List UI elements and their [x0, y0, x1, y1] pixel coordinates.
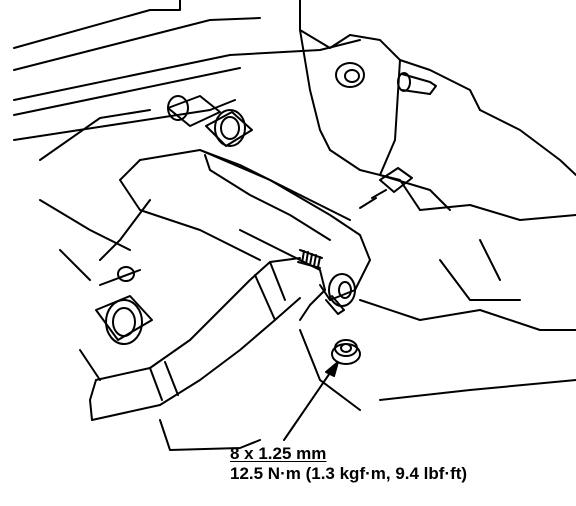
- mount-boss-upper: [335, 62, 365, 88]
- pipe-stub-upper-left: [167, 95, 221, 127]
- leader-arrow: [283, 361, 339, 441]
- sensor-connector: [359, 167, 413, 209]
- bracket-boss: [319, 273, 356, 307]
- coolant-hose: [89, 257, 301, 421]
- threaded-stud: [297, 249, 323, 269]
- bolt-size-label: 8 x 1.25 mm: [230, 444, 327, 463]
- fastener-callout: 8 x 1.25 mm 12.5 N·m (1.3 kgf·m, 9.4 lbf…: [230, 444, 467, 484]
- pipe-stub-upper-center: [205, 109, 253, 147]
- stud-bolt-upper: [397, 72, 437, 95]
- torque-spec-label: 12.5 N·m (1.3 kgf·m, 9.4 lbf·ft): [230, 464, 468, 483]
- flange-nut: [331, 339, 361, 365]
- coolant-housing: [99, 149, 371, 321]
- engine-block-outline: [39, 199, 576, 451]
- bracket-stud: [325, 295, 345, 315]
- pipe-stub-left: [95, 295, 153, 345]
- intake-manifold-outline: [13, 0, 576, 221]
- pipe-stub-left-small: [99, 266, 141, 286]
